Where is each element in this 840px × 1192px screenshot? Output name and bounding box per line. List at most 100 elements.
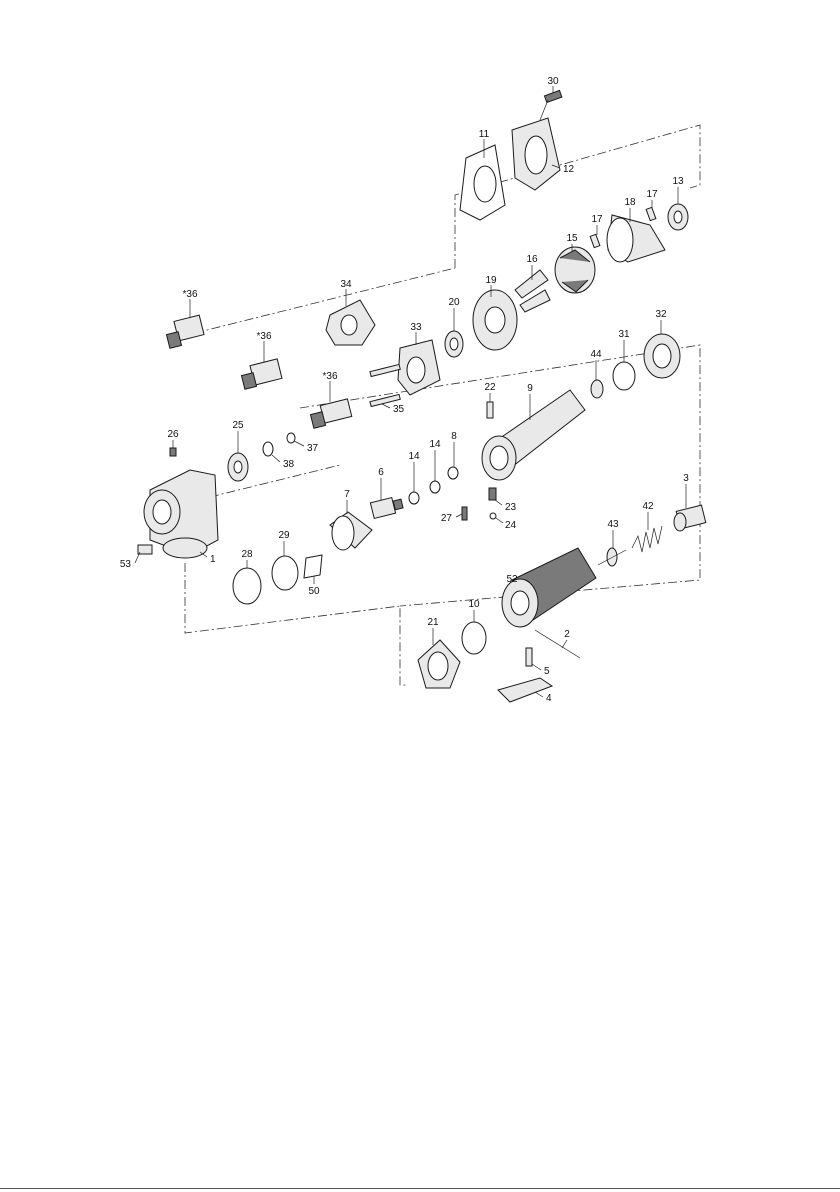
callout-11: 11: [479, 129, 490, 140]
part-27-pin: [462, 507, 467, 520]
callout-43: 43: [607, 519, 619, 530]
callout-36-second: *36: [256, 331, 271, 342]
callout-53: 53: [120, 559, 132, 570]
part-6-clutch: [370, 498, 403, 519]
part-22-pin: [487, 402, 493, 418]
callout-2: 2: [564, 629, 570, 640]
part-38-ring: [263, 442, 273, 456]
page-bottom-rule: [0, 1188, 840, 1189]
callout-1: 1: [210, 554, 216, 565]
callout-37: 37: [307, 443, 319, 454]
part-28-o-ring: [233, 568, 261, 604]
callout-30: 30: [547, 76, 559, 87]
callout-17-upper: 17: [646, 189, 658, 200]
part-14-washer-2: [409, 492, 419, 504]
end-cap-bore: [428, 652, 448, 680]
inlet-end: [674, 513, 686, 531]
part-24-ball: [490, 513, 496, 519]
screw-shaft: [540, 100, 548, 120]
part-29-o-ring: [272, 556, 298, 590]
ring-gear-bore: [332, 516, 354, 550]
part-30-screw: [540, 90, 562, 120]
callout-34: 34: [340, 279, 352, 290]
part-13-bearing: [668, 204, 688, 230]
part-37-ring: [287, 433, 295, 443]
part-33-hammer-frame: [398, 340, 440, 395]
valve-head: [607, 548, 617, 566]
callout-42: 42: [642, 501, 654, 512]
part-14-washer-1: [430, 481, 440, 493]
leader-4: [535, 692, 543, 697]
end-plate-hole: [525, 136, 547, 174]
callout-36-third: *36: [322, 371, 337, 382]
part-19-rear-plate: [473, 290, 517, 350]
part-23-spring: [489, 488, 496, 500]
part-31-o-ring: [613, 362, 635, 390]
part-7-ring-gear: [330, 512, 372, 550]
callout-8: 8: [451, 431, 457, 442]
gasket-hole: [474, 166, 496, 202]
part-44-bearing: [591, 380, 603, 398]
cylinder-bore: [607, 218, 633, 262]
anvil-body: [320, 399, 352, 423]
clutch-shaft: [393, 499, 403, 510]
leader-24: [496, 518, 503, 523]
part-8-washer: [448, 467, 458, 479]
part-1-angle-head: [144, 470, 218, 558]
callout-16: 16: [526, 254, 538, 265]
rear-cap-hole: [653, 344, 671, 368]
callout-14-second: 14: [408, 451, 420, 462]
housing-tube-bore: [490, 446, 508, 470]
part-3-air-inlet: [674, 505, 706, 531]
angle-head-bore: [153, 500, 171, 524]
part-36-anvil-3: [310, 399, 351, 428]
callout-23: 23: [505, 502, 517, 513]
part-12-end-plate: [512, 118, 560, 190]
part-36-anvil-2: [241, 359, 282, 389]
callout-25: 25: [232, 420, 244, 431]
callout-33: 33: [410, 322, 422, 333]
bearing-inner: [450, 338, 458, 350]
part-52-handle: [502, 548, 596, 627]
part-26-grease-nipple: [170, 448, 176, 456]
callout-15: 15: [566, 233, 578, 244]
bearing-inner: [674, 211, 682, 223]
leader-23: [495, 500, 502, 505]
callout-19: 19: [485, 275, 497, 286]
callout-36-first: *36: [182, 289, 197, 300]
part-36-anvil-1: [166, 315, 204, 348]
callout-6: 6: [378, 467, 384, 478]
part-50-clip: [304, 555, 322, 578]
callout-5: 5: [544, 666, 550, 677]
part-17-pin-upper: [646, 207, 656, 220]
part-32-rear-cap: [644, 334, 680, 378]
part-16-vanes: [515, 270, 550, 312]
callout-50: 50: [308, 586, 320, 597]
part-10-retaining-ring: [462, 622, 486, 654]
callout-32: 32: [655, 309, 667, 320]
callout-18: 18: [624, 197, 636, 208]
callout-31: 31: [618, 329, 630, 340]
callout-28: 28: [241, 549, 253, 560]
leader-35: [382, 404, 390, 408]
handle-bore: [511, 591, 529, 615]
leader-27: [456, 514, 462, 517]
part-2-pin: [535, 630, 580, 658]
callout-14-first: 14: [429, 439, 441, 450]
part-11-gasket: [460, 145, 505, 220]
rear-plate-hole: [485, 307, 505, 333]
washer-inner: [234, 461, 242, 473]
callout-12: 12: [563, 164, 575, 175]
part-18-cylinder: [607, 215, 665, 262]
callout-17-lower: 17: [591, 214, 603, 225]
part-9-housing-tube: [482, 390, 585, 480]
callout-13: 13: [672, 176, 684, 187]
callout-27: 27: [441, 513, 453, 524]
part-25-thrust-washer: [228, 453, 248, 481]
part-20-bearing: [445, 331, 463, 357]
part-17-pin-lower: [590, 234, 600, 247]
callout-22: 22: [484, 382, 496, 393]
callout-labels: 30 11 12 13 17 18 17 15 16 19 20 34 33 *…: [120, 76, 689, 704]
callout-9: 9: [527, 383, 533, 394]
